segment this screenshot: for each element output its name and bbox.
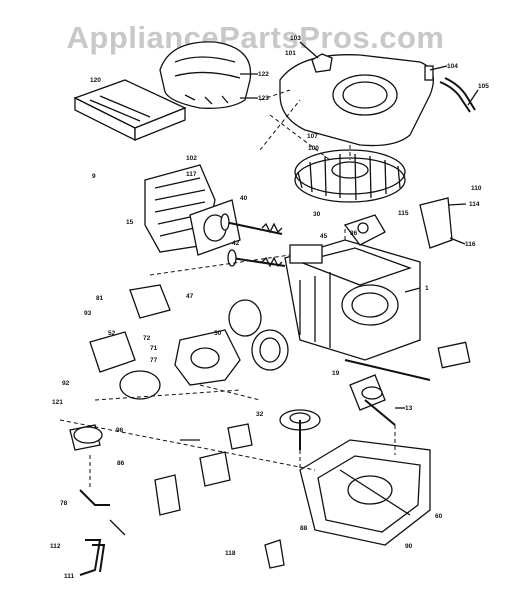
callout-72: 72: [143, 335, 151, 342]
callout-107: 107: [307, 133, 318, 140]
carburetor-part[interactable]: [129, 284, 289, 386]
callout-32: 32: [256, 411, 264, 418]
callout-78: 78: [60, 500, 68, 507]
callout-116: 116: [465, 241, 476, 248]
callout-100: 100: [308, 145, 319, 152]
callout-19: 19: [332, 370, 340, 377]
crankshaft-part[interactable]: [344, 359, 431, 426]
callout-111: 111: [64, 573, 75, 580]
callout-96: 96: [116, 427, 124, 434]
callout-118: 118: [225, 550, 236, 557]
callout-13: 13: [405, 405, 413, 412]
callout-15: 15: [126, 219, 134, 226]
callout-105: 105: [478, 83, 489, 90]
callout-122: 122: [258, 71, 269, 78]
callout-30: 30: [313, 211, 321, 218]
callout-88: 88: [300, 525, 308, 532]
oil-base-part[interactable]: [299, 439, 431, 546]
governor-linkage-part[interactable]: [109, 423, 285, 569]
callout-123: 123: [258, 95, 269, 102]
callout-47: 47: [186, 293, 194, 300]
air-filter-part[interactable]: [73, 79, 187, 142]
flywheel-part[interactable]: [294, 149, 406, 203]
callout-121: 121: [52, 399, 63, 406]
callout-42: 42: [232, 240, 240, 247]
callout-115: 115: [398, 210, 409, 217]
callout-81: 81: [96, 295, 104, 302]
ignition-module-part[interactable]: [343, 214, 386, 246]
callout-52: 52: [108, 330, 116, 337]
cam-gear-part[interactable]: [279, 409, 321, 450]
callout-117: 117: [186, 171, 197, 178]
callout-93: 93: [84, 310, 92, 317]
valves-part[interactable]: [220, 213, 286, 268]
assembly-lines: [59, 89, 396, 490]
callout-90: 90: [405, 543, 413, 550]
blower-housing-part[interactable]: [279, 53, 434, 147]
fuel-line-part[interactable]: [424, 65, 476, 113]
leader-lines: [240, 41, 479, 409]
oil-fill-tube-part[interactable]: [69, 424, 110, 576]
callout-45: 45: [320, 233, 328, 240]
bracket-right-part[interactable]: [419, 197, 453, 249]
callout-114: 114: [469, 201, 480, 208]
callout-labels: 120 122 123 103 101 104 105 107 100 117 …: [50, 35, 489, 580]
callout-86: 86: [117, 460, 125, 467]
callout-77: 77: [150, 357, 158, 364]
callout-112: 112: [50, 543, 61, 550]
callout-92: 92: [62, 380, 70, 387]
callout-36: 36: [350, 230, 358, 237]
callout-110: 110: [471, 185, 482, 192]
engine-block-part[interactable]: [284, 239, 421, 361]
callout-9: 9: [92, 173, 96, 180]
callout-60: 60: [435, 513, 443, 520]
callout-103: 103: [290, 35, 301, 42]
head-gasket-part[interactable]: [189, 199, 241, 256]
callout-104: 104: [447, 63, 458, 70]
callout-102: 102: [186, 155, 197, 162]
callout-71: 71: [150, 345, 158, 352]
air-cleaner-cover-part[interactable]: [159, 41, 252, 109]
callout-120: 120: [90, 77, 101, 84]
callout-101: 101: [285, 50, 296, 57]
callout-40: 40: [240, 195, 248, 202]
callout-1: 1: [425, 285, 429, 292]
fuel-bracket-part[interactable]: [89, 331, 161, 400]
callout-50: 50: [214, 330, 222, 337]
decal-part[interactable]: [437, 341, 471, 369]
